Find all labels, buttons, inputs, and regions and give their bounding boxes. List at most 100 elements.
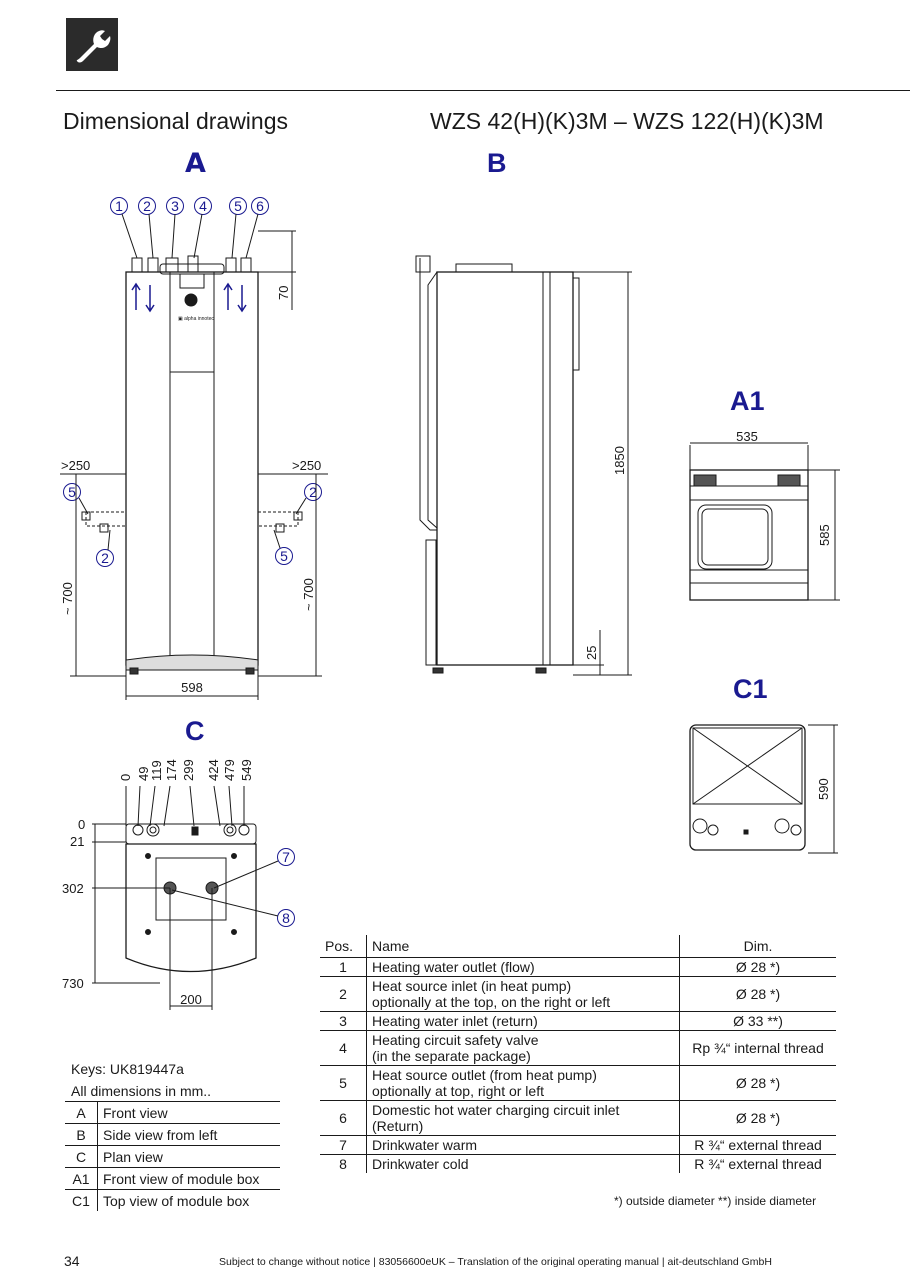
header-rule: [56, 90, 910, 91]
pos-dim: Ø 28 *): [679, 1065, 836, 1101]
pos-num: 5: [320, 1065, 367, 1101]
key-code: B: [65, 1123, 98, 1146]
clearance-left: >250: [61, 458, 90, 473]
x-tick-174: 174: [164, 759, 179, 781]
pos-dim: R ¾“ external thread: [694, 1156, 822, 1172]
front-view: 1 2 3 4 5 6 ▣ alpha innotec: [60, 197, 328, 700]
callout-8: 8: [282, 910, 290, 926]
pos-name: Drinkwater cold: [366, 1154, 680, 1173]
callout-2: 2: [143, 198, 151, 214]
pos-dim: Ø 28 *): [679, 976, 836, 1012]
side-callout-right-bottom: 5: [280, 548, 288, 564]
pos-name: Heat source inlet (in heat pump)optional…: [366, 976, 680, 1012]
dim-top-70: 70: [276, 286, 291, 300]
key-code: A1: [65, 1167, 98, 1190]
module-height-585: 585: [817, 524, 832, 546]
dim-bottom-200: 200: [180, 992, 202, 1007]
key-code: C: [65, 1145, 98, 1168]
keys-row: A1 Front view of module box: [65, 1167, 280, 1190]
x-tick-549: 549: [239, 759, 254, 781]
height-right: ~ 700: [301, 578, 316, 611]
key-code: C1: [65, 1189, 98, 1211]
pos-name-line1: Heat source inlet (in heat pump): [372, 978, 572, 994]
pos-name-line1: Domestic hot water charging circuit inle…: [372, 1102, 620, 1134]
svg-text:▣ alpha innotec: ▣ alpha innotec: [178, 316, 214, 322]
key-desc: Front view: [103, 1105, 168, 1121]
callout-7: 7: [282, 849, 290, 865]
side-view: 1850 25: [415, 255, 632, 676]
dim-height-1850: 1850: [612, 446, 627, 475]
pos-name-line1: Drinkwater cold: [372, 1156, 469, 1172]
pos-name-line2: optionally at the top, on the right or l…: [372, 994, 611, 1010]
pos-name: Heating water inlet (return): [366, 1011, 680, 1031]
key-desc: Top view of module box: [103, 1193, 250, 1209]
pos-dim: Ø 33 **): [679, 1011, 836, 1031]
pos-name-line1: Heating water inlet (return): [372, 1013, 538, 1029]
callout-3: 3: [171, 198, 179, 214]
keys-row: C Plan view: [65, 1145, 280, 1168]
pos-name: Drinkwater warm: [366, 1135, 680, 1155]
col-pos: Pos.: [320, 935, 367, 958]
pos-name-line2: optionally at top, right or left: [372, 1083, 544, 1099]
module-top-view: 590: [689, 724, 838, 854]
diameter-footnote: *) outside diameter **) inside diameter: [614, 1194, 817, 1208]
view-label-a: A: [185, 148, 206, 179]
key-desc: Front view of module box: [103, 1171, 260, 1187]
module-depth-590: 590: [816, 778, 831, 800]
key-desc: Side view from left: [103, 1127, 218, 1143]
module-front-view: 535 585: [689, 429, 840, 601]
table-row: 7 Drinkwater warm R ¾“ external thread: [320, 1135, 836, 1155]
height-left: ~ 700: [60, 582, 75, 615]
key-desc: Plan view: [103, 1149, 163, 1165]
dim-foot-25: 25: [584, 646, 599, 660]
footer-text: Subject to change without notice | 83056…: [219, 1256, 772, 1268]
pos-name: Heating water outlet (flow): [366, 957, 680, 977]
col-name: Name: [366, 935, 680, 958]
col-dim: Dim.: [679, 935, 836, 958]
plan-view: 0 49 119 174 299 424 479 549 0 21 302 73…: [62, 759, 295, 1010]
clearance-right: >250: [292, 458, 321, 473]
module-width-535: 535: [736, 429, 758, 444]
y-tick-302: 302: [62, 881, 84, 896]
y-tick-21: 21: [70, 834, 84, 849]
view-label-b: B: [487, 148, 507, 178]
pos-name-line1: Drinkwater warm: [372, 1137, 478, 1153]
pos-name-line1: Heat source outlet (from heat pump): [372, 1067, 597, 1083]
y-tick-0: 0: [78, 817, 85, 832]
keys-code: Keys: UK819447a: [71, 1061, 184, 1077]
callout-6: 6: [256, 198, 264, 214]
view-label-c1: C1: [733, 674, 768, 704]
callout-5: 5: [234, 198, 242, 214]
pos-name-line1: Heating circuit safety valve: [372, 1032, 539, 1048]
table-row: 5 Heat source outlet (from heat pump)opti…: [320, 1065, 836, 1101]
connection-callouts: 1 2 3 4 5 6: [110, 197, 269, 259]
pos-name: Heating circuit safety valve(in the sepa…: [366, 1030, 680, 1066]
pos-name-line2: (in the separate package): [372, 1048, 531, 1064]
pos-num: 7: [320, 1135, 367, 1155]
pos-name: Domestic hot water charging circuit inle…: [366, 1100, 680, 1136]
x-tick-49: 49: [136, 767, 151, 781]
side-callout-left-bottom: 2: [101, 550, 109, 566]
x-tick-479: 479: [222, 759, 237, 781]
side-callout-left-top: 5: [68, 484, 76, 500]
view-label-a1: A1: [730, 386, 765, 416]
pos-num: 6: [320, 1100, 367, 1136]
pos-dim: Ø 28 *): [679, 957, 836, 977]
pos-num: 2: [320, 976, 367, 1012]
pos-dim: Rp ¾“ internal thread: [679, 1030, 836, 1066]
callout-4: 4: [199, 198, 207, 214]
callout-1: 1: [115, 198, 123, 214]
wrench-icon: [66, 18, 118, 71]
pos-num: 8: [320, 1154, 367, 1173]
model-range-title: WZS 42(H)(K)3M – WZS 122(H)(K)3M: [430, 108, 824, 134]
pos-dim: R ¾“ external thread: [679, 1135, 836, 1155]
pos-num: 1: [320, 957, 367, 977]
pos-num: 4: [320, 1030, 367, 1066]
table-row: 8 Drinkwater cold R ¾“ external thread: [320, 1154, 836, 1173]
